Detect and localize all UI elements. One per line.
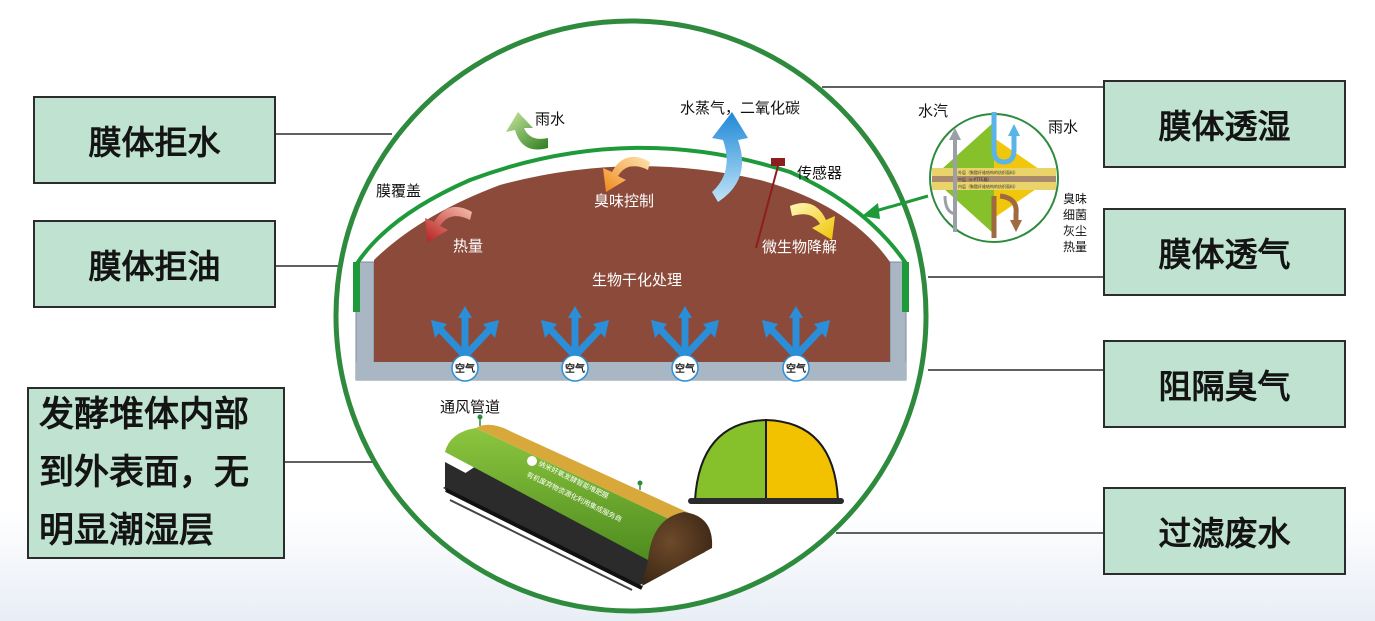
air-vent-2: 空气 (541, 306, 609, 382)
vent-pipe-text: 通风管道 (440, 398, 500, 416)
no-wet-layer-text: 发酵堆体内部到外表面，无明显潮湿层 (39, 395, 250, 551)
inset-layer-inner (932, 182, 1056, 190)
odor-barrier-text: 阻隔臭气 (1158, 367, 1291, 406)
dome-base (688, 498, 844, 504)
connector-lines (276, 86, 1103, 534)
tunnel-yellow-top (476, 424, 700, 526)
air-vent-3: 空气 (651, 306, 719, 382)
heat-arrow (425, 206, 472, 242)
rain-text: 雨水 (535, 110, 565, 128)
no-wet-layer-label: 发酵堆体内部到外表面，无明显潮湿层 (27, 387, 285, 559)
breathable-text: 膜体透气 (1158, 235, 1291, 274)
vapor-arrow (712, 112, 748, 202)
inset-blocked-heat: 热量 (1063, 240, 1087, 254)
inset-blocked-dust: 灰尘 (1063, 224, 1087, 238)
dome-cross-section (688, 418, 844, 504)
air-vents: 空气 空气 空气 空气 (431, 306, 830, 382)
inset-layer-inner-text: 内层（聚酯纤维结构的纺织面料） (958, 183, 1018, 189)
sensor-head (771, 158, 785, 166)
inset-blocked-bacteria: 细菌 (1063, 208, 1087, 222)
inset-blocked-odor: 臭味 (1063, 191, 1087, 206)
inset-rain-arrow (991, 112, 1017, 165)
oil-repellent-label: 膜体拒油 (33, 220, 276, 308)
inset-layer-outer-text: 外层（聚酯纤维结构的纺织面料） (958, 169, 1018, 175)
microbe-arrow (790, 203, 835, 240)
inset-pointer-line (871, 194, 929, 214)
tunnel-logo-icon (527, 456, 537, 466)
air-label-1: 空气 (455, 362, 475, 375)
odor-control-arrow (603, 156, 650, 192)
inset-layer-middle-text: 中层（e-PTFE膜） (958, 176, 992, 182)
filter-wastewater-label: 过滤废水 (1103, 487, 1346, 575)
compost-pile (374, 166, 890, 362)
water-repellent-text: 膜体拒水 (88, 123, 221, 162)
inset-pointer-head (862, 203, 880, 219)
membrane-cover-text: 膜覆盖 (376, 182, 421, 200)
moisture-permeable-label: 膜体透湿 (1103, 80, 1346, 168)
bio-drying-text: 生物干化处理 (592, 271, 682, 289)
air-label-2: 空气 (565, 362, 585, 375)
inset-rain-text: 雨水 (1048, 118, 1078, 136)
sensor-probe (755, 165, 779, 249)
odor-barrier-label: 阻隔臭气 (1103, 340, 1346, 428)
inset-vapor-text: 水汽 (918, 102, 948, 120)
membrane-cover (356, 145, 907, 310)
tunnel-end-face (642, 512, 713, 586)
breathable-label: 膜体透气 (1103, 208, 1346, 296)
oil-repellent-text: 膜体拒油 (88, 247, 221, 286)
heat-text: 热量 (453, 237, 483, 255)
membrane-inset: 外层（聚酯纤维结构的纺织面料） 中层（e-PTFE膜） 内层（聚酯纤维结构的纺织… (918, 102, 1087, 254)
inset-layer-middle (932, 176, 1056, 182)
vapor-co2-text: 水蒸气，二氧化碳 (680, 99, 800, 117)
moisture-permeable-text: 膜体透湿 (1158, 107, 1291, 146)
air-vent-4: 空气 (762, 306, 830, 382)
tunnel-green-side (445, 428, 684, 560)
microbe-degradation-text: 微生物降解 (762, 238, 837, 256)
inset-layer-outer (932, 168, 1056, 176)
filter-wastewater-text: 过滤废水 (1158, 514, 1291, 553)
sensor-text: 传感器 (797, 164, 842, 182)
air-vent-1: 空气 (431, 306, 499, 382)
inset-odor-arrow (991, 193, 1019, 238)
basin-floor (356, 362, 906, 380)
rain-arrow (506, 112, 548, 150)
membrane-left-edge (353, 262, 360, 312)
air-label-4: 空气 (786, 362, 806, 375)
odor-control-text: 臭味控制 (594, 192, 654, 210)
air-label-3: 空气 (675, 362, 695, 375)
water-repellent-label: 膜体拒水 (33, 96, 276, 184)
membrane-right-edge (902, 262, 909, 312)
